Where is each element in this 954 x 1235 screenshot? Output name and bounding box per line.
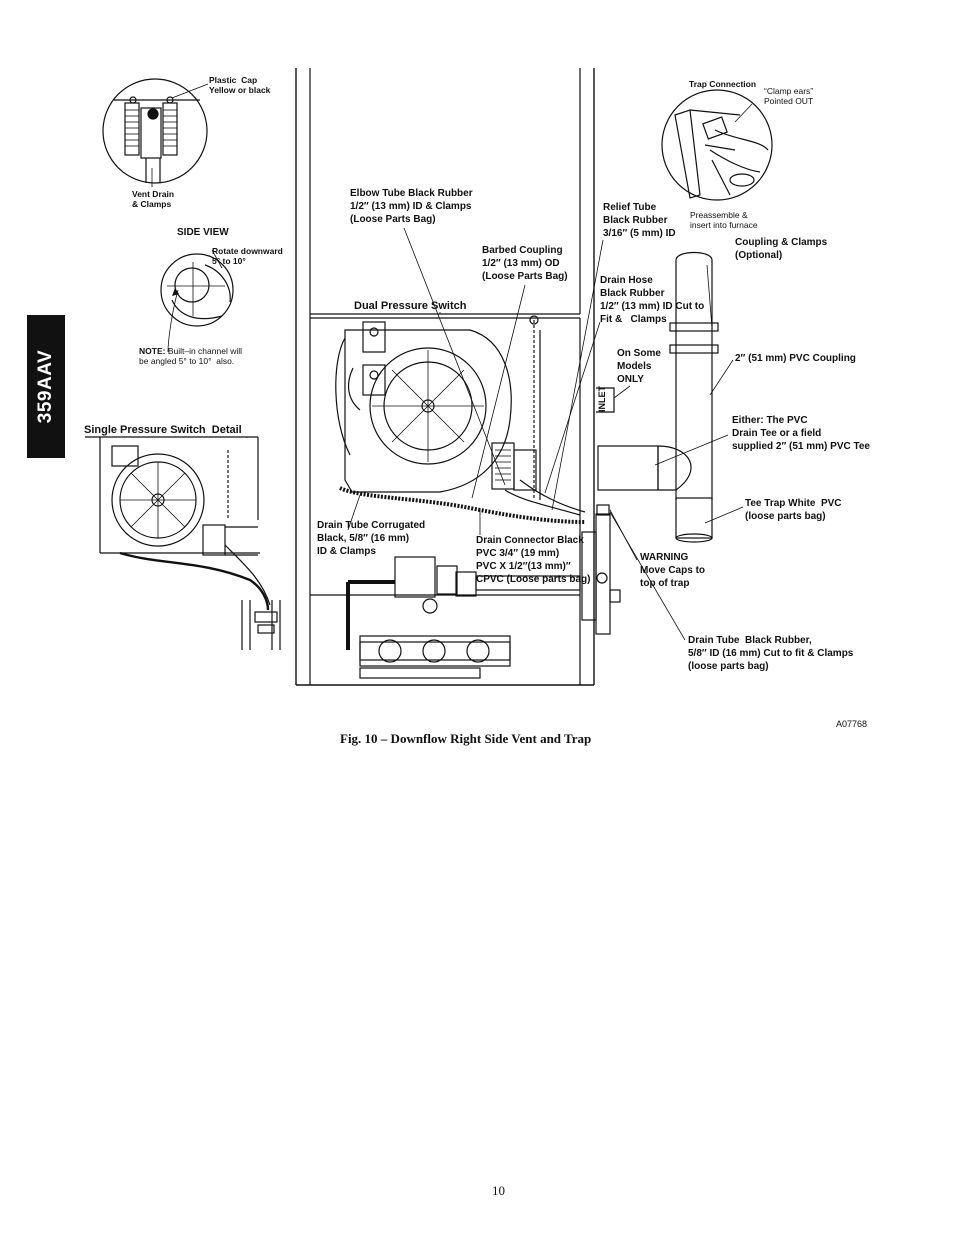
furnace-cabinet xyxy=(295,68,595,686)
on-some-models-label: On Some Models ONLY xyxy=(617,348,661,385)
corrugated-drain-tube xyxy=(339,486,586,524)
figure-id: A07768 xyxy=(836,719,868,729)
vent-drain-detail xyxy=(102,78,209,187)
warning-label: WARNING Move Caps to top of trap xyxy=(640,552,706,589)
inlet-marker: INLET xyxy=(594,386,624,412)
figure-caption: Fig. 10 – Downflow Right Side Vent and T… xyxy=(340,731,592,746)
rotate-downward-label: Rotate downward 5° to 10° xyxy=(212,246,283,266)
barbed-coupling-label: Barbed Coupling 1/2″ (13 mm) OD (Loose P… xyxy=(482,245,568,282)
trap-connection-detail xyxy=(661,89,773,201)
clamp-ears-label: “Clamp ears” Pointed OUT xyxy=(764,86,814,106)
drain-connector-label: Drain Connector Black PVC 3/4″ (19 mm) P… xyxy=(476,535,591,585)
elbow-tube-label: Elbow Tube Black Rubber 1/2″ (13 mm) ID … xyxy=(350,188,473,225)
single-pressure-switch-label: Single Pressure Switch Detail xyxy=(84,424,242,436)
note-text: Built–in channel will be angled 5° to 10… xyxy=(139,346,242,366)
coupling-clamps-label: Coupling & Clamps (Optional) xyxy=(735,237,828,261)
pvc-coupling-label: 2″ (51 mm) PVC Coupling xyxy=(735,353,856,364)
drain-tube-black-label: Drain Tube Black Rubber, 5/8″ ID (16 mm)… xyxy=(688,635,854,672)
page-number: 10 xyxy=(492,1183,505,1198)
note-label: NOTE: Built–in channel will be angled 5°… xyxy=(139,346,242,366)
single-pressure-switch-detail xyxy=(85,436,281,650)
note-prefix: NOTE: xyxy=(139,346,166,356)
preassemble-label: Preassemble & insert into furnace xyxy=(690,210,758,230)
tee-trap-label: Tee Trap White PVC (loose parts bag) xyxy=(745,498,842,522)
trap-connection-label: Trap Connection xyxy=(689,79,757,89)
model-side-tab: 359AAV xyxy=(27,315,65,458)
leader-lines xyxy=(246,227,744,641)
either-pvc-tee-label: Either: The PVC Drain Tee or a field sup… xyxy=(732,415,870,452)
side-view-label: SIDE VIEW xyxy=(177,227,229,238)
side-view-detail xyxy=(160,249,234,353)
vent-pipe-assembly xyxy=(581,251,719,635)
vent-drain-label: Vent Drain & Clamps xyxy=(132,189,175,209)
inlet-label: INLET xyxy=(597,386,607,412)
dual-pressure-switch-label: Dual Pressure Switch xyxy=(354,300,467,312)
drain-tube-corrugated-label: Drain Tube Corrugated Black, 5/8″ (16 mm… xyxy=(317,520,426,557)
gas-valve xyxy=(346,556,581,679)
drain-hose-label: Drain Hose Black Rubber 1/2″ (13 mm) ID … xyxy=(600,275,705,325)
relief-tube-label: Relief Tube Black Rubber 3/16″ (5 mm) ID xyxy=(603,202,676,239)
inducer-housing xyxy=(335,315,541,500)
plastic-cap-label: Plastic Cap Yellow or black xyxy=(209,75,271,95)
